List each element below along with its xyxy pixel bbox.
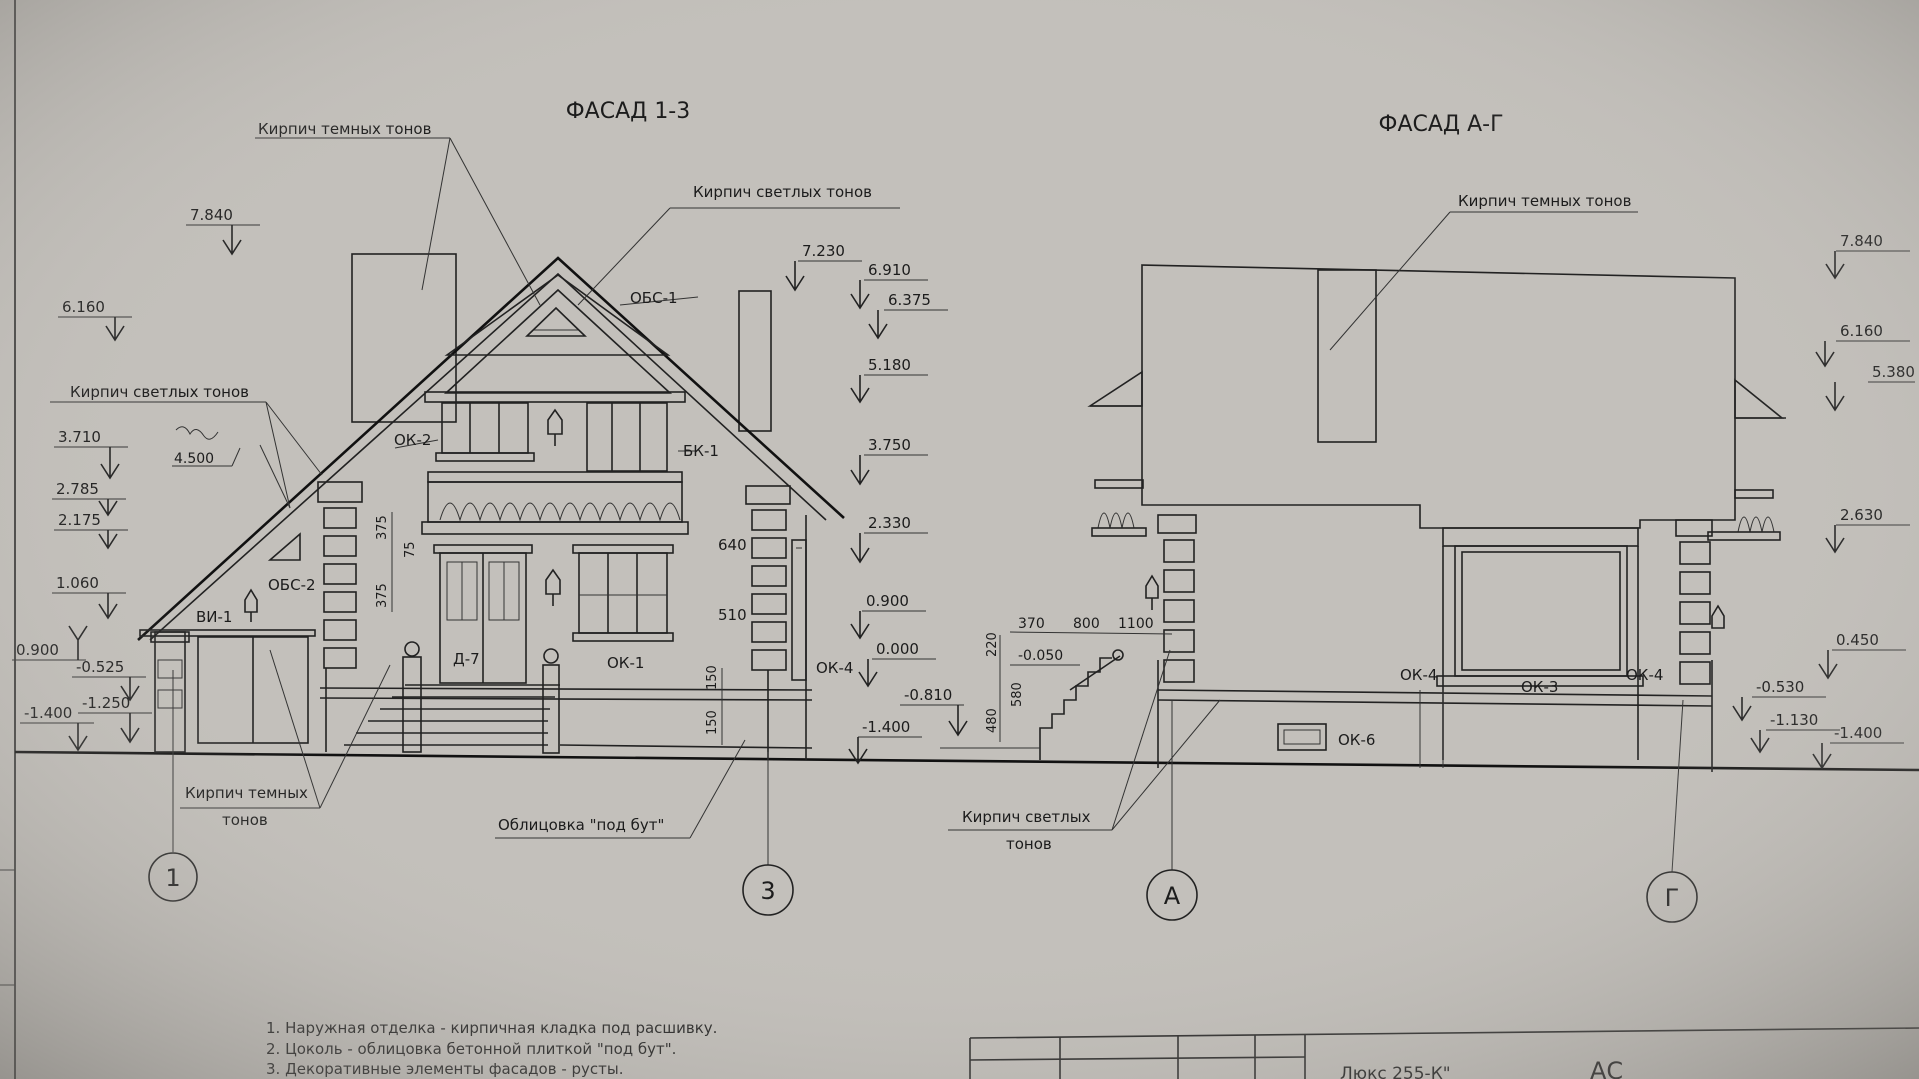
tag-bk1: БК-1 — [683, 442, 719, 460]
level-mark-label: 7.230 — [802, 242, 845, 260]
level-mark-label: 0.900 — [866, 592, 909, 610]
dim-75: 75 — [403, 541, 418, 558]
handwritten-level: 4.500 — [174, 451, 214, 467]
dim-370: 370 — [1018, 616, 1045, 632]
label-light-brick-right-1: Кирпич светлых — [962, 808, 1091, 826]
tag-ok4a: ОК-4 — [1400, 666, 1437, 684]
tag-obs1: ОБС-1 — [630, 289, 678, 307]
tag-ok4: ОК-4 — [816, 659, 853, 677]
dim-150b: 150 — [705, 710, 720, 735]
level-mark-label: 6.375 — [888, 291, 931, 309]
level-mark-label: 7.840 — [1840, 232, 1883, 250]
tag-ok6: ОК-6 — [1338, 731, 1375, 749]
level-mark-label: 2.785 — [56, 480, 99, 498]
level-mark-label: 0.900 — [16, 641, 59, 659]
dim-640: 640 — [718, 536, 747, 554]
axis-label-1: 1 — [165, 864, 180, 892]
level-mark-label: -1.130 — [1770, 711, 1818, 729]
level-mark-label: 3.710 — [58, 428, 101, 446]
dim-220: 220 — [985, 632, 1000, 657]
level-mark-label: 1.060 — [56, 574, 99, 592]
tag-ok3: ОК-3 — [1521, 678, 1558, 696]
dim-minus-0050: -0.050 — [1018, 648, 1063, 664]
tag-ok4b: ОК-4 — [1626, 666, 1663, 684]
dim-375a: 375 — [375, 515, 390, 540]
tag-d7: Д-7 — [453, 650, 480, 668]
label-dark-brick-top: Кирпич темных тонов — [258, 120, 431, 138]
note-1: 1. Наружная отделка - кирпичная кладка п… — [266, 1019, 717, 1037]
level-mark-label: 0.450 — [1836, 631, 1879, 649]
dim-1100: 1100 — [1118, 616, 1154, 632]
level-mark-label: -0.810 — [904, 686, 952, 704]
axis-label-g: Г — [1665, 884, 1680, 912]
axis-label-3: 3 — [760, 877, 775, 905]
facade-1-3-title: ФАСАД 1-3 — [566, 99, 691, 124]
level-mark-label: -0.530 — [1756, 678, 1804, 696]
tag-obs2: ОБС-2 — [268, 576, 316, 594]
axis-label-a: А — [1164, 882, 1181, 910]
dim-580: 580 — [1010, 682, 1025, 707]
level-mark-label: 6.160 — [62, 298, 105, 316]
dim-375b: 375 — [375, 583, 390, 608]
level-mark-label: -1.400 — [24, 704, 72, 722]
facade-a-g-title: ФАСАД А-Г — [1379, 112, 1504, 137]
level-mark-label: 7.840 — [190, 206, 233, 224]
label-dark-brick-bottom-1: Кирпич темных — [185, 784, 308, 802]
project-code: Люкс 255-К" — [1340, 1064, 1451, 1079]
level-mark-label: -0.525 — [76, 658, 124, 676]
label-stone-cladding: Облицовка "под бут" — [498, 816, 664, 834]
note-2: 2. Цоколь - облицовка бетонной плиткой "… — [266, 1040, 676, 1058]
level-mark-label: 6.160 — [1840, 322, 1883, 340]
level-mark-label: 0.000 — [876, 640, 919, 658]
level-mark-label: 6.910 — [868, 261, 911, 279]
label-light-brick-left: Кирпич светлых тонов — [70, 383, 249, 401]
label-dark-brick-bottom-2: тонов — [222, 811, 268, 829]
dim-480: 480 — [985, 708, 1000, 733]
level-mark-label: -1.250 — [82, 694, 130, 712]
dim-510: 510 — [718, 606, 747, 624]
level-mark-label: -1.400 — [1834, 724, 1882, 742]
level-mark-label: 2.630 — [1840, 506, 1883, 524]
drawing-stage: АС — [1590, 1057, 1623, 1079]
tag-ok2: ОК-2 — [394, 431, 431, 449]
level-mark-label: -1.400 — [862, 718, 910, 736]
level-mark-label: 3.750 — [868, 436, 911, 454]
label-light-brick-right-2: тонов — [1006, 835, 1052, 853]
tag-ok1: ОК-1 — [607, 654, 644, 672]
level-mark-label: 5.380 — [1872, 363, 1915, 381]
level-mark-label: 2.175 — [58, 511, 101, 529]
dim-800: 800 — [1073, 616, 1100, 632]
label-light-brick-top: Кирпич светлых тонов — [693, 183, 872, 201]
level-mark-label: 5.180 — [868, 356, 911, 374]
label-dark-brick-right: Кирпич темных тонов — [1458, 192, 1631, 210]
level-mark-label: 2.330 — [868, 514, 911, 532]
note-3: 3. Декоративные элементы фасадов - русты… — [266, 1060, 624, 1078]
dim-150a: 150 — [705, 665, 720, 690]
tag-vi1: ВИ-1 — [196, 608, 232, 626]
